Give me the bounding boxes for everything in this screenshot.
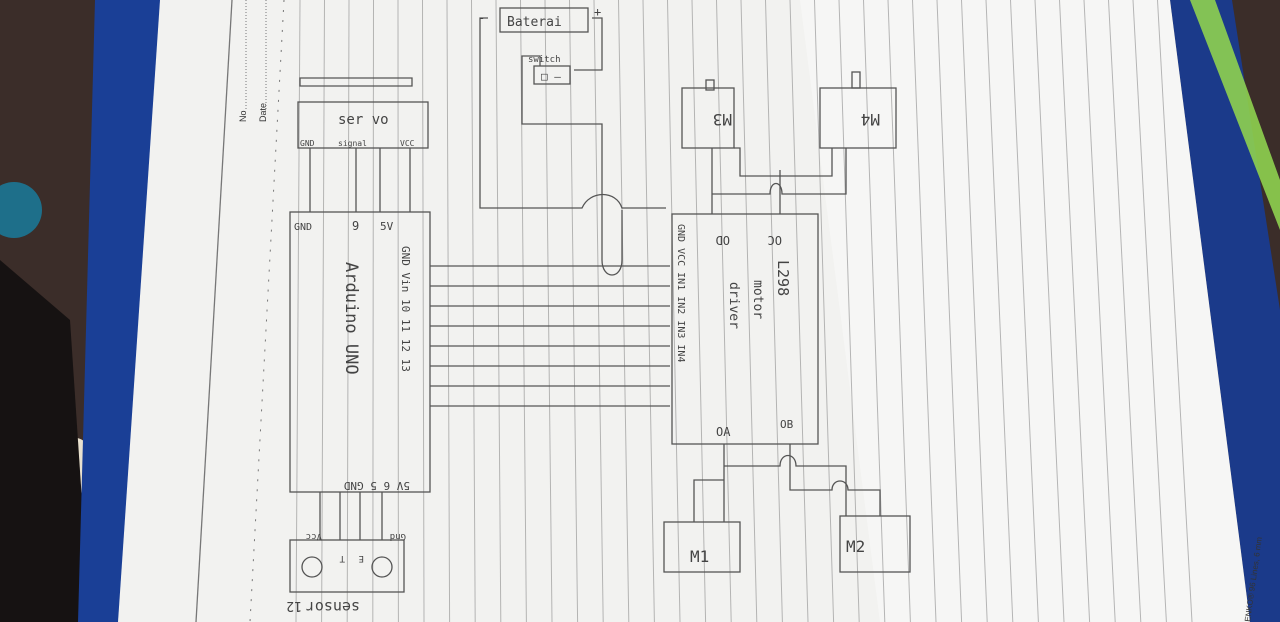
arduino-pin-5v: 5V [380, 220, 394, 233]
header-no: No [238, 110, 248, 122]
ruled-line [1157, 0, 1193, 622]
ruled-line [422, 0, 425, 622]
motor-m4-shaft [851, 71, 861, 89]
motor-m1-box [663, 521, 741, 573]
ruled-line [1010, 0, 1039, 622]
ruled-line [1034, 0, 1065, 622]
switch-label: switch [528, 55, 561, 65]
l298-out-ob: OB [780, 418, 794, 431]
ruled-line [814, 0, 835, 622]
motor-m4-label: M4 [861, 110, 880, 129]
switch-face: □ – [541, 70, 561, 83]
ruled-line [1083, 0, 1116, 622]
ruled-line [863, 0, 886, 622]
ruled-line [789, 0, 809, 622]
ruled-line [295, 0, 301, 622]
sensor-eye-left [301, 556, 323, 578]
hole-dots [249, 0, 285, 622]
ruled-line [471, 0, 476, 622]
cloth-pattern [0, 182, 42, 238]
ruled-line [618, 0, 630, 622]
ruled-line [593, 0, 604, 622]
sensor-label-suffix: 12 [286, 598, 302, 613]
ruled-line [1108, 0, 1142, 622]
motor-m1-label: M1 [690, 547, 709, 566]
ruled-line [838, 0, 860, 622]
wires [309, 17, 881, 540]
motor-m3-shaft [705, 79, 715, 91]
l298-line3: driver [726, 282, 741, 329]
ruled-line [569, 0, 579, 622]
sensor-pin-gnd: Gnd [390, 531, 406, 541]
ruled-line [372, 0, 374, 622]
ruled-line [544, 0, 553, 622]
sensor-label: sensor [306, 598, 360, 616]
sensor-pin-echo: E [359, 553, 364, 563]
servo-box [297, 101, 429, 149]
l298-line2: motor [750, 280, 765, 319]
arduino-side-pins: GND Vin 10 11 12 13 [399, 246, 412, 372]
battery-label: Baterai [507, 15, 562, 30]
servo-pin-vcc: VCC [400, 139, 415, 148]
servo-pin-gnd: GND [300, 139, 315, 148]
motor-m2-label: M2 [846, 537, 865, 556]
ruled-line [691, 0, 707, 622]
arduino-pin-gnd: GND [294, 222, 312, 233]
ruled-line [716, 0, 732, 622]
arduino-bottom-pins: 5V 6 5 GND [344, 479, 410, 492]
ruled-line [740, 0, 758, 622]
motor-m2-box [839, 515, 911, 573]
ruled-lines [295, 0, 1193, 622]
switch-box [533, 65, 571, 85]
sensor-pin-vcc: Vcc [306, 531, 322, 541]
battery-plus: + [594, 5, 601, 19]
l298-box [671, 213, 819, 445]
servo-pin-signal: signal [338, 139, 367, 148]
motor-m3-box [681, 87, 735, 149]
ruled-line [887, 0, 911, 622]
green-pen [1190, 0, 1280, 230]
margin-line [195, 0, 233, 622]
ruled-line [642, 0, 655, 622]
ruled-line [961, 0, 988, 622]
ruled-line [1132, 0, 1167, 622]
l298-title: L298 [774, 260, 792, 296]
battery-minus: - [478, 11, 485, 25]
sensor-eye-right [371, 556, 393, 578]
l298-out-od: OD [716, 233, 730, 247]
l298-out-oa: OA [716, 425, 731, 439]
ruled-line [346, 0, 350, 622]
sensor-pin-trig: T [339, 553, 345, 563]
ruled-line [936, 0, 963, 622]
motor-m3-label: M3 [713, 110, 732, 129]
servo-label: ser vo [338, 112, 389, 128]
ruled-line [912, 0, 937, 622]
ruled-line [495, 0, 502, 622]
notebook-page [118, 0, 1250, 622]
arduino-label: Arduino UNO [341, 262, 361, 375]
page-highlight [800, 0, 1250, 622]
dark-object [0, 260, 90, 622]
sensor-box [289, 539, 405, 593]
ruled-line [765, 0, 783, 622]
ruled-line [985, 0, 1014, 622]
header-date: Date [258, 103, 268, 122]
ruled-line [1059, 0, 1091, 622]
ruled-line [446, 0, 451, 622]
ruled-line [321, 0, 325, 622]
battery-box [499, 7, 589, 33]
ruled-line [667, 0, 681, 622]
l298-inputs: GND VCC IN1 IN2 IN3 IN4 [675, 224, 686, 362]
servo-horn [299, 77, 413, 87]
l298-out-oc: OC [768, 233, 782, 247]
arduino-pin-9: 9 [352, 219, 359, 233]
